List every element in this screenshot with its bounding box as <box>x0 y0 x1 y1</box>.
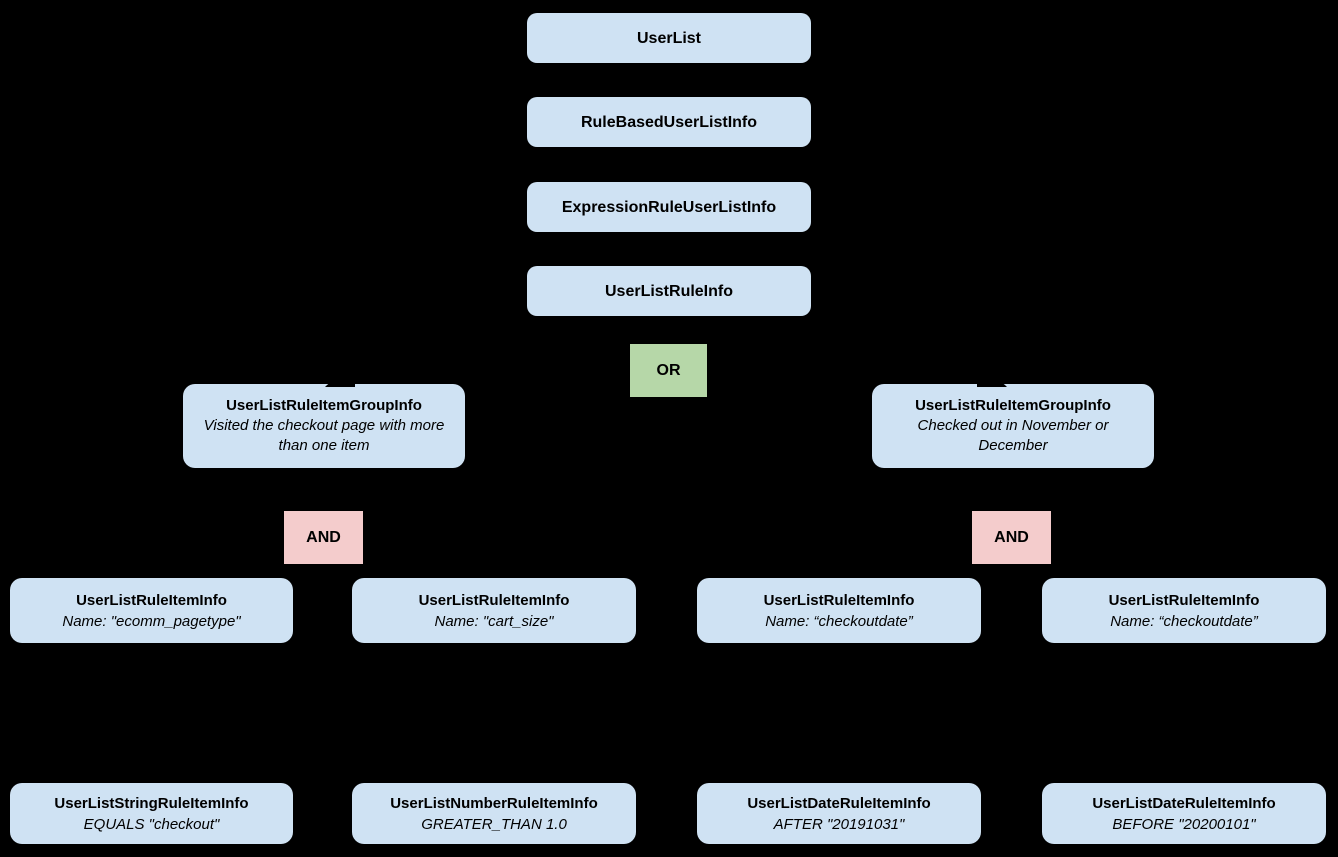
node-title: UserListRuleItemInfo <box>76 591 227 609</box>
node-description: Checked out in November or December <box>917 417 1109 454</box>
node-date-rule-item-after: UserListDateRuleItemInfo AFTER "20191031… <box>697 783 981 844</box>
node-subtitle: Name: "ecomm_pagetype" <box>62 612 241 630</box>
node-string-rule-item: UserListStringRuleItemInfo EQUALS "check… <box>10 783 293 844</box>
node-title: UserList <box>636 29 702 47</box>
node-title: RuleBasedUserListInfo <box>580 113 758 131</box>
node-title: UserListRuleInfo <box>604 282 733 300</box>
node-title: ExpressionRuleUserListInfo <box>561 198 777 216</box>
node-date-rule-item-before: UserListDateRuleItemInfo BEFORE "2020010… <box>1042 783 1326 844</box>
node-subtitle: GREATER_THAN 1.0 <box>421 815 567 833</box>
node-subtitle: Name: “checkoutdate” <box>765 612 913 630</box>
node-rule-based-user-list-info: RuleBasedUserListInfo <box>527 97 811 147</box>
node-subtitle: EQUALS "checkout" <box>83 815 220 833</box>
node-title: UserListRuleItemInfo <box>1108 591 1260 609</box>
and-operator-right: AND <box>972 511 1051 564</box>
node-title: UserListRuleItemGroupInfo <box>226 397 422 414</box>
node-title: UserListDateRuleItemInfo <box>747 794 931 812</box>
node-expression-rule-user-list-info: ExpressionRuleUserListInfo <box>527 182 811 232</box>
and-operator-left: AND <box>284 511 363 564</box>
node-rule-item-4: UserListRuleItemInfo Name: “checkoutdate… <box>1042 578 1326 643</box>
node-title: UserListDateRuleItemInfo <box>1092 794 1276 812</box>
node-title: UserListNumberRuleItemInfo <box>390 794 598 812</box>
node-rule-item-group-left: UserListRuleItemGroupInfo Visited the ch… <box>183 384 465 468</box>
node-subtitle: Name: "cart_size" <box>434 612 554 630</box>
connector-arrowhead-right <box>977 378 1007 387</box>
node-description: Visited the checkout page with more than… <box>203 417 445 454</box>
node-number-rule-item: UserListNumberRuleItemInfo GREATER_THAN … <box>352 783 636 844</box>
node-title: UserListRuleItemInfo <box>418 591 570 609</box>
connector-arrowhead-left <box>325 378 355 387</box>
node-title: UserListRuleItemInfo <box>763 591 915 609</box>
node-title: UserListRuleItemGroupInfo <box>915 397 1111 414</box>
node-userlist: UserList <box>527 13 811 63</box>
node-subtitle: Name: “checkoutdate” <box>1110 612 1258 630</box>
or-operator: OR <box>630 344 707 397</box>
node-rule-item-2: UserListRuleItemInfo Name: "cart_size" <box>352 578 636 643</box>
node-subtitle: AFTER "20191031" <box>773 815 905 833</box>
node-user-list-rule-info: UserListRuleInfo <box>527 266 811 316</box>
node-rule-item-1: UserListRuleItemInfo Name: "ecomm_pagety… <box>10 578 293 643</box>
node-subtitle: BEFORE "20200101" <box>1112 815 1256 833</box>
node-rule-item-3: UserListRuleItemInfo Name: “checkoutdate… <box>697 578 981 643</box>
node-title: UserListStringRuleItemInfo <box>54 794 249 812</box>
node-rule-item-group-right: UserListRuleItemGroupInfo Checked out in… <box>872 384 1154 468</box>
